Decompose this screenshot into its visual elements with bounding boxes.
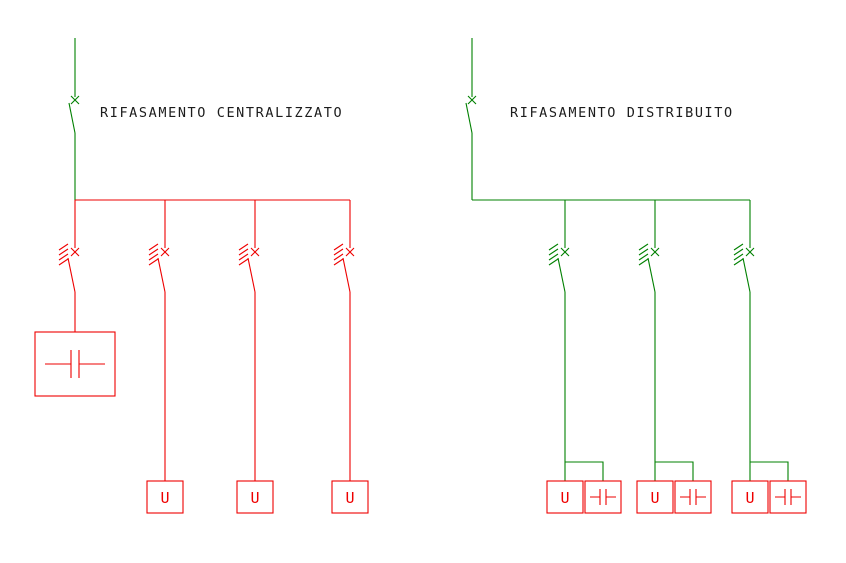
right-loads-group [546,480,807,514]
right-branch-split-1 [564,461,604,481]
left-load-1-label: U [160,489,169,507]
left-main-switch-icon [69,96,79,133]
right-diagram-title: RIFASAMENTO DISTRIBUITO [510,105,734,121]
left-breaker-3-icon [239,244,259,292]
right-breaker-2-icon [639,244,659,292]
right-capacitor-2-symbol-icon [680,489,706,505]
right-load-2-label: U [650,489,659,507]
left-load-3-box [331,480,369,514]
left-load-3-label: U [345,489,354,507]
right-capacitor-1-symbol-icon [590,489,616,505]
right-capacitor-3-symbol-icon [775,489,801,505]
right-branch-split-3 [749,461,789,481]
right-feeder-upper-lines [564,200,751,248]
left-capacitor-bank-box [34,331,116,397]
left-breaker-4-icon [334,244,354,292]
left-breaker-1-icon [59,244,79,292]
left-load-2-box [236,480,274,514]
left-load-1-box [146,480,184,514]
left-load-2-label: U [250,489,259,507]
right-feeder-lower-lines [564,292,751,462]
right-load-3-box [731,480,769,514]
right-supply-group [466,38,789,481]
right-capacitor-3-box [769,480,807,514]
left-diagram-title: RIFASAMENTO CENTRALIZZATO [100,105,343,121]
right-load-2-box [636,480,674,514]
right-breaker-1-icon [549,244,569,292]
right-branch-split-2 [654,461,694,481]
left-capacitor-bank-symbol-icon [45,350,105,378]
left-supply-group [69,38,79,200]
right-main-switch-icon [466,96,476,133]
right-load-1-box [546,480,584,514]
right-breaker-3-icon [734,244,754,292]
right-load-3-label: U [745,489,754,507]
left-feeder-lower-lines [164,292,351,481]
right-capacitor-1-box [584,480,622,514]
right-capacitor-2-box [674,480,712,514]
left-breaker-2-icon [149,244,169,292]
right-load-1-label: U [560,489,569,507]
left-feeder-upper-lines [74,200,351,248]
left-circuit-group [34,199,369,514]
